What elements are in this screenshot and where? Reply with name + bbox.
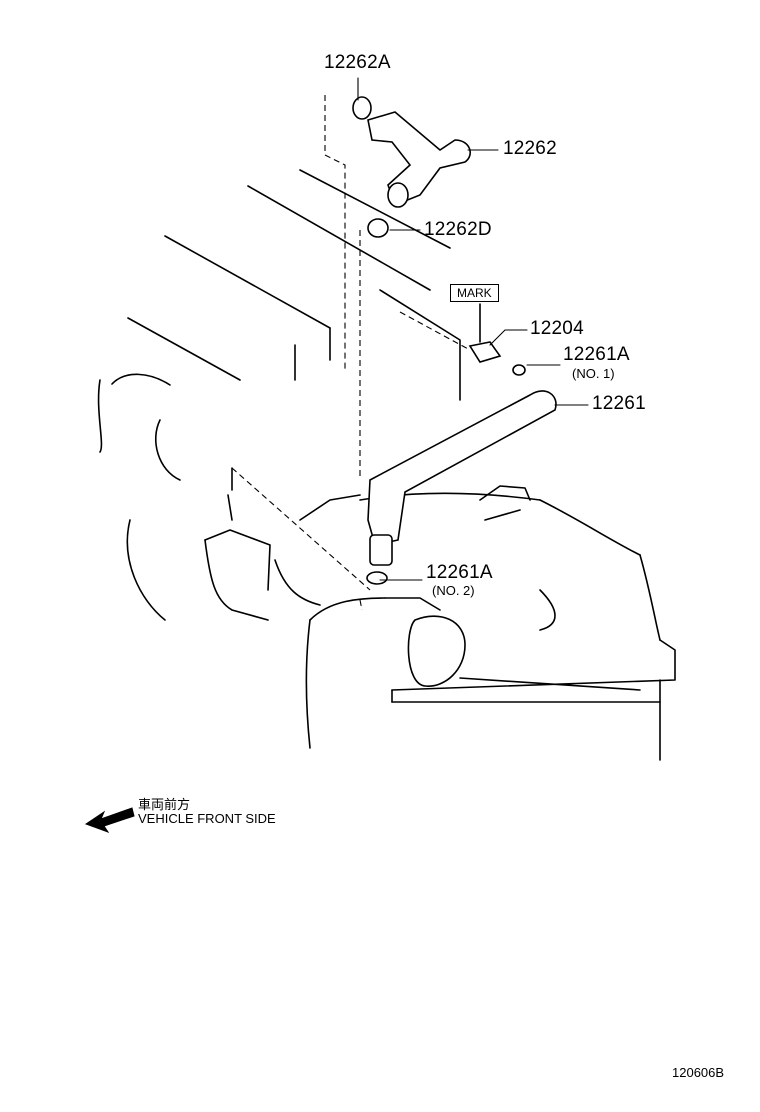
hose-12262 [352,96,471,238]
air-cleaner-body [305,485,676,761]
pcv-valve-12204 [468,303,526,376]
part-number-12262: 12262 [503,138,557,159]
part-note-no2: (NO. 2) [432,583,475,598]
guide-lines [231,95,471,611]
part-number-12262D: 12262D [424,219,492,240]
front-arrow [84,807,135,833]
figure-id: 120606B [672,1065,725,1080]
part-number-12262A: 12262A [324,52,391,73]
part-number-12204: 12204 [530,318,584,339]
hose-12261 [366,390,557,585]
direction-label-english: VEHICLE FRONT SIDE [138,811,276,826]
part-number-12261: 12261 [592,393,646,414]
part-note-no1: (NO. 1) [572,366,615,381]
leader-lines [357,77,589,581]
direction-label-japanese: 車両前方 [138,797,191,812]
engine-block-outline [97,169,461,621]
part-number-12261A-no1: 12261A [563,344,630,365]
mark-callout: MARK [450,284,499,302]
part-number-12261A-no2: 12261A [426,562,493,583]
